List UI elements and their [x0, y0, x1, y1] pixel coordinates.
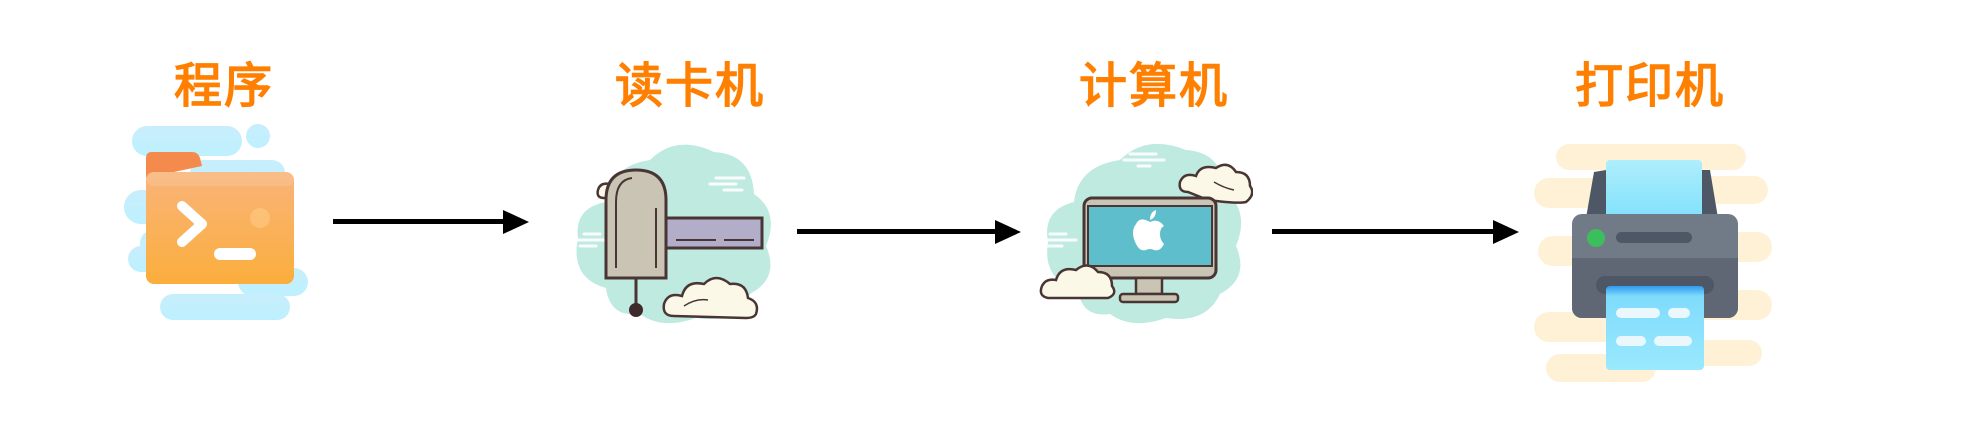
flow-arrow-program-to-card-reader [333, 210, 529, 234]
arrow-shaft [1272, 229, 1494, 234]
arrow-head-icon [1493, 220, 1519, 244]
node-title-computer: 计算机 [1078, 58, 1229, 114]
terminal-folder-icon [120, 118, 315, 323]
node-title-card-reader: 读卡机 [614, 58, 765, 114]
arrow-head-icon [995, 220, 1021, 244]
arrow-shaft [333, 219, 505, 224]
node-title-printer: 打印机 [1574, 58, 1725, 114]
arrow-shaft [797, 229, 997, 234]
card-reader-icon [566, 138, 778, 328]
arrow-head-icon [503, 210, 529, 234]
node-title-program: 程序 [173, 58, 274, 114]
flow-arrow-computer-to-printer [1272, 220, 1519, 244]
flow-arrow-card-reader-to-computer [797, 220, 1021, 244]
printer-icon [1532, 140, 1777, 385]
computer-monitor-icon [1038, 138, 1253, 328]
